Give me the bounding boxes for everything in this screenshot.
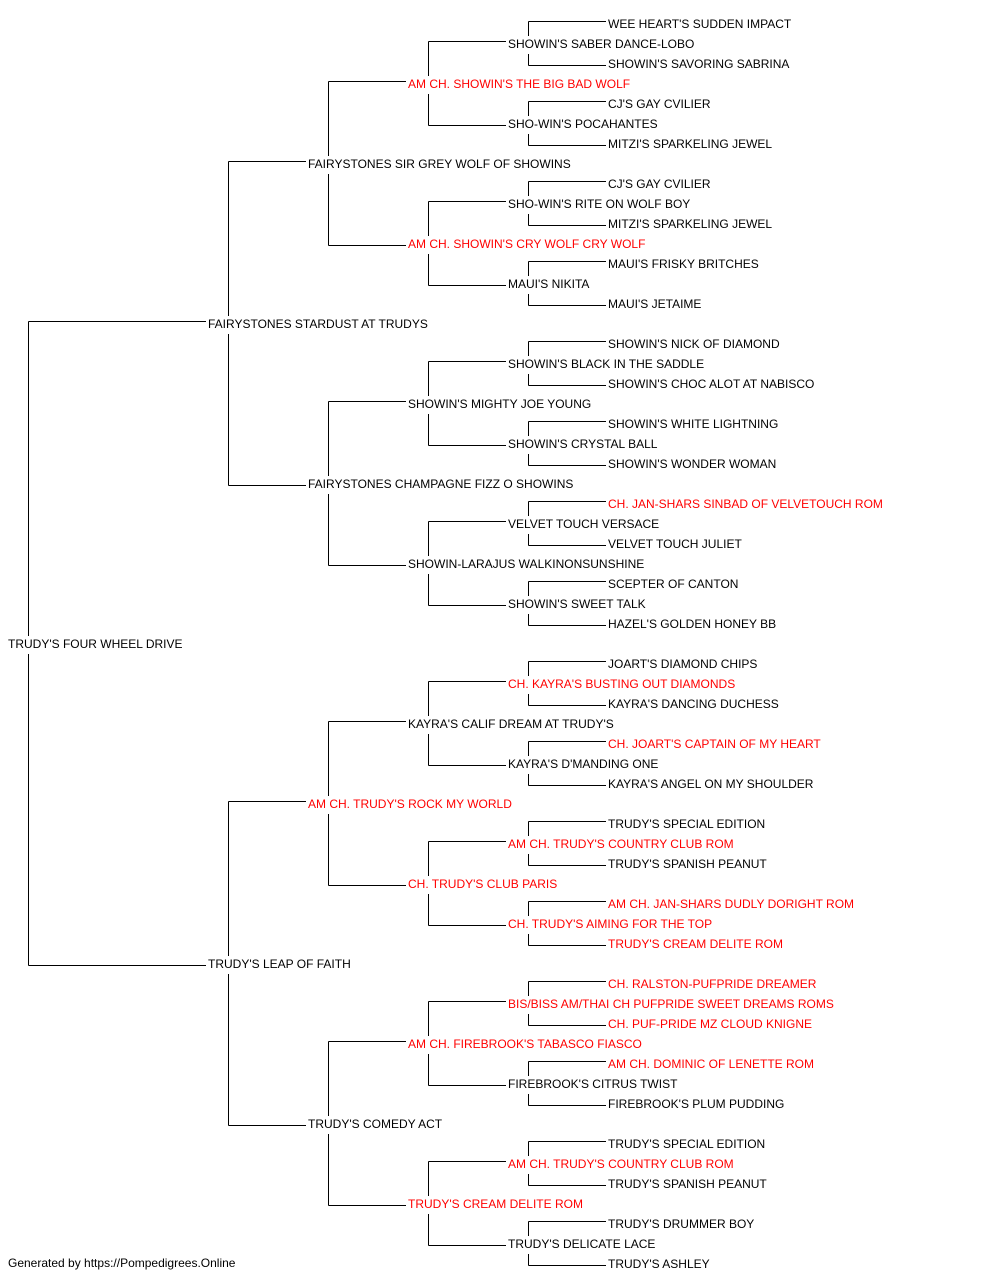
pedigree-name-gen4: KAYRA'S D'MANDING ONE	[508, 757, 658, 771]
pedigree-name-gen4: SHO-WIN'S RITE ON WOLF BOY	[508, 197, 690, 211]
pedigree-name-gen3: AM CH. FIREBROOK'S TABASCO FIASCO	[408, 1037, 642, 1051]
pedigree-name-gen5: TRUDY'S ASHLEY	[608, 1257, 710, 1271]
pedigree-name-gen4: SHOWIN'S CRYSTAL BALL	[508, 437, 658, 451]
pedigree-name-gen5: WEE HEART'S SUDDEN IMPACT	[608, 17, 792, 31]
pedigree-name-gen5: TRUDY'S DRUMMER BOY	[608, 1217, 754, 1231]
pedigree-name-gen5: TRUDY'S SPECIAL EDITION	[608, 1137, 765, 1151]
pedigree-name-gen4: CH. TRUDY'S AIMING FOR THE TOP	[508, 917, 712, 931]
pedigree-name-gen5: TRUDY'S SPECIAL EDITION	[608, 817, 765, 831]
pedigree-name-gen2: AM CH. TRUDY'S ROCK MY WORLD	[308, 797, 512, 811]
pedigree-name-gen5: MAUI'S FRISKY BRITCHES	[608, 257, 759, 271]
pedigree-name-gen4: SHOWIN'S BLACK IN THE SADDLE	[508, 357, 704, 371]
pedigree-name-gen5: SHOWIN'S CHOC ALOT AT NABISCO	[608, 377, 814, 391]
pedigree-name-gen5: TRUDY'S SPANISH PEANUT	[608, 857, 767, 871]
pedigree-name-gen1: FAIRYSTONES STARDUST AT TRUDYS	[208, 317, 428, 331]
pedigree-name-gen3: TRUDY'S CREAM DELITE ROM	[408, 1197, 583, 1211]
pedigree-name-gen5: SHOWIN'S SAVORING SABRINA	[608, 57, 789, 71]
pedigree-name-gen5: MITZI'S SPARKELING JEWEL	[608, 137, 772, 151]
pedigree-name-gen5: CH. JAN-SHARS SINBAD OF VELVETOUCH ROM	[608, 497, 883, 511]
pedigree-name-gen4: MAUI'S NIKITA	[508, 277, 589, 291]
pedigree-name-gen5: CH. JOART'S CAPTAIN OF MY HEART	[608, 737, 821, 751]
pedigree-name-gen3: AM CH. SHOWIN'S CRY WOLF CRY WOLF	[408, 237, 645, 251]
pedigree-name-gen5: MITZI'S SPARKELING JEWEL	[608, 217, 772, 231]
pedigree-name-gen5: CJ'S GAY CVILIER	[608, 97, 711, 111]
pedigree-name-gen2: FAIRYSTONES CHAMPAGNE FIZZ O SHOWINS	[308, 477, 573, 491]
pedigree-name-gen4: FIREBROOK'S CITRUS TWIST	[508, 1077, 678, 1091]
pedigree-name-gen4: SHOWIN'S SABER DANCE-LOBO	[508, 37, 694, 51]
pedigree-name-gen5: JOART'S DIAMOND CHIPS	[608, 657, 757, 671]
pedigree-name-gen5: AM CH. JAN-SHARS DUDLY DORIGHT ROM	[608, 897, 854, 911]
pedigree-name-gen5: TRUDY'S CREAM DELITE ROM	[608, 937, 783, 951]
pedigree-name-gen3: SHOWIN-LARAJUS WALKINONSUNSHINE	[408, 557, 644, 571]
pedigree-name-gen5: HAZEL'S GOLDEN HONEY BB	[608, 617, 776, 631]
generated-by-footer: Generated by https://Pompedigrees.Online	[8, 1256, 236, 1270]
pedigree-name-gen5: CJ'S GAY CVILIER	[608, 177, 711, 191]
pedigree-name-gen1: TRUDY'S LEAP OF FAITH	[208, 957, 351, 971]
pedigree-name-gen5: TRUDY'S SPANISH PEANUT	[608, 1177, 767, 1191]
pedigree-name-gen3: AM CH. SHOWIN'S THE BIG BAD WOLF	[408, 77, 630, 91]
pedigree-name-gen4: BIS/BISS AM/THAI CH PUFPRIDE SWEET DREAM…	[508, 997, 834, 1011]
pedigree-name-gen4: SHOWIN'S SWEET TALK	[508, 597, 646, 611]
pedigree-name-gen5: MAUI'S JETAIME	[608, 297, 701, 311]
pedigree-name-gen4: VELVET TOUCH VERSACE	[508, 517, 659, 531]
pedigree-name-gen5: AM CH. DOMINIC OF LENETTE ROM	[608, 1057, 814, 1071]
pedigree-name-gen4: AM CH. TRUDY'S COUNTRY CLUB ROM	[508, 1157, 734, 1171]
pedigree-name-gen4: CH. KAYRA'S BUSTING OUT DIAMONDS	[508, 677, 735, 691]
pedigree-name-gen5: SHOWIN'S NICK OF DIAMOND	[608, 337, 780, 351]
pedigree-name-gen5: KAYRA'S DANCING DUCHESS	[608, 697, 779, 711]
pedigree-name-gen3: SHOWIN'S MIGHTY JOE YOUNG	[408, 397, 591, 411]
pedigree-name-gen5: CH. PUF-PRIDE MZ CLOUD KNIGNE	[608, 1017, 812, 1031]
pedigree-name-gen4: TRUDY'S DELICATE LACE	[508, 1237, 655, 1251]
pedigree-name-gen2: TRUDY'S COMEDY ACT	[308, 1117, 443, 1131]
pedigree-name-gen3: KAYRA'S CALIF DREAM AT TRUDY'S	[408, 717, 614, 731]
pedigree-name-gen0: TRUDY'S FOUR WHEEL DRIVE	[8, 637, 183, 651]
pedigree-name-gen4: AM CH. TRUDY'S COUNTRY CLUB ROM	[508, 837, 734, 851]
pedigree-name-gen4: SHO-WIN'S POCAHANTES	[508, 117, 658, 131]
pedigree-name-gen5: SHOWIN'S WHITE LIGHTNING	[608, 417, 778, 431]
pedigree-name-gen5: VELVET TOUCH JULIET	[608, 537, 742, 551]
pedigree-name-gen5: SCEPTER OF CANTON	[608, 577, 738, 591]
pedigree-name-gen2: FAIRYSTONES SIR GREY WOLF OF SHOWINS	[308, 157, 571, 171]
pedigree-name-gen5: CH. RALSTON-PUFPRIDE DREAMER	[608, 977, 817, 991]
pedigree-name-gen5: KAYRA'S ANGEL ON MY SHOULDER	[608, 777, 814, 791]
pedigree-name-gen5: SHOWIN'S WONDER WOMAN	[608, 457, 776, 471]
pedigree-name-gen5: FIREBROOK'S PLUM PUDDING	[608, 1097, 784, 1111]
pedigree-name-gen3: CH. TRUDY'S CLUB PARIS	[408, 877, 557, 891]
